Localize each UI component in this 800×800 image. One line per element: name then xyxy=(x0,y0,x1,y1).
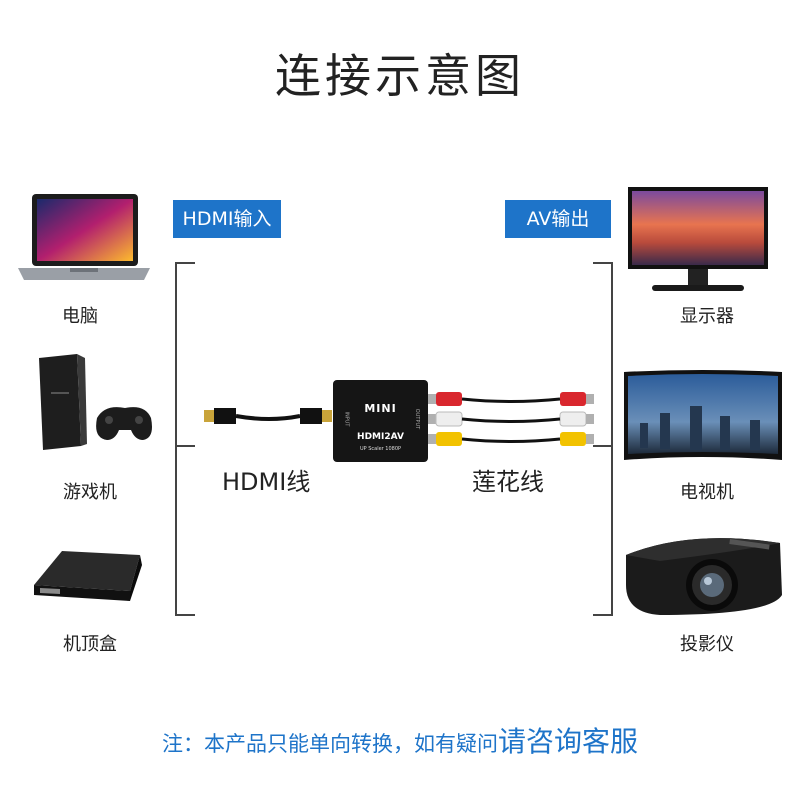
hdmi-input-tag: HDMI输入 xyxy=(173,200,281,238)
target-label-projector: 投影仪 xyxy=(637,630,777,656)
right-bracket xyxy=(593,262,613,616)
rca-cable-label: 莲花线 xyxy=(472,462,544,497)
target-label-tv: 电视机 xyxy=(637,478,777,504)
converter-input-port: INPUT xyxy=(343,412,349,427)
source-label-computer: 电脑 xyxy=(10,302,150,328)
target-label-monitor: 显示器 xyxy=(637,302,777,328)
page-title: 连接示意图 xyxy=(0,40,800,106)
rca-cable-icon xyxy=(426,388,596,450)
av-output-tag: AV输出 xyxy=(505,200,611,238)
projector-icon xyxy=(620,525,785,625)
converter-subtitle: UP Scaler 1080P xyxy=(333,446,428,452)
footer-note-emphasis: 请咨询客服 xyxy=(498,725,638,758)
left-bracket xyxy=(175,262,195,616)
footer-note-main: 注：本产品只能单向转换，如有疑问 xyxy=(162,732,498,756)
converter-output-port: OUTPUT xyxy=(414,409,420,429)
source-label-stb: 机顶盒 xyxy=(20,630,160,656)
set-top-box-icon xyxy=(22,545,152,615)
right-bracket-mid xyxy=(593,445,613,447)
hdmi-cable-icon xyxy=(200,398,340,438)
tv-icon xyxy=(620,368,785,468)
hdmi-cable-label: HDMI线 xyxy=(222,462,310,497)
monitor-icon xyxy=(622,183,772,298)
laptop-icon xyxy=(10,190,150,285)
left-bracket-mid xyxy=(175,445,195,447)
game-console-icon xyxy=(25,352,155,452)
converter-model: HDMI2AV xyxy=(333,432,428,442)
source-label-console: 游戏机 xyxy=(20,478,160,504)
converter-box: MINI HDMI2AV UP Scaler 1080P INPUT OUTPU… xyxy=(333,380,428,462)
footer-note: 注：本产品只能单向转换，如有疑问请咨询客服 xyxy=(0,720,800,760)
